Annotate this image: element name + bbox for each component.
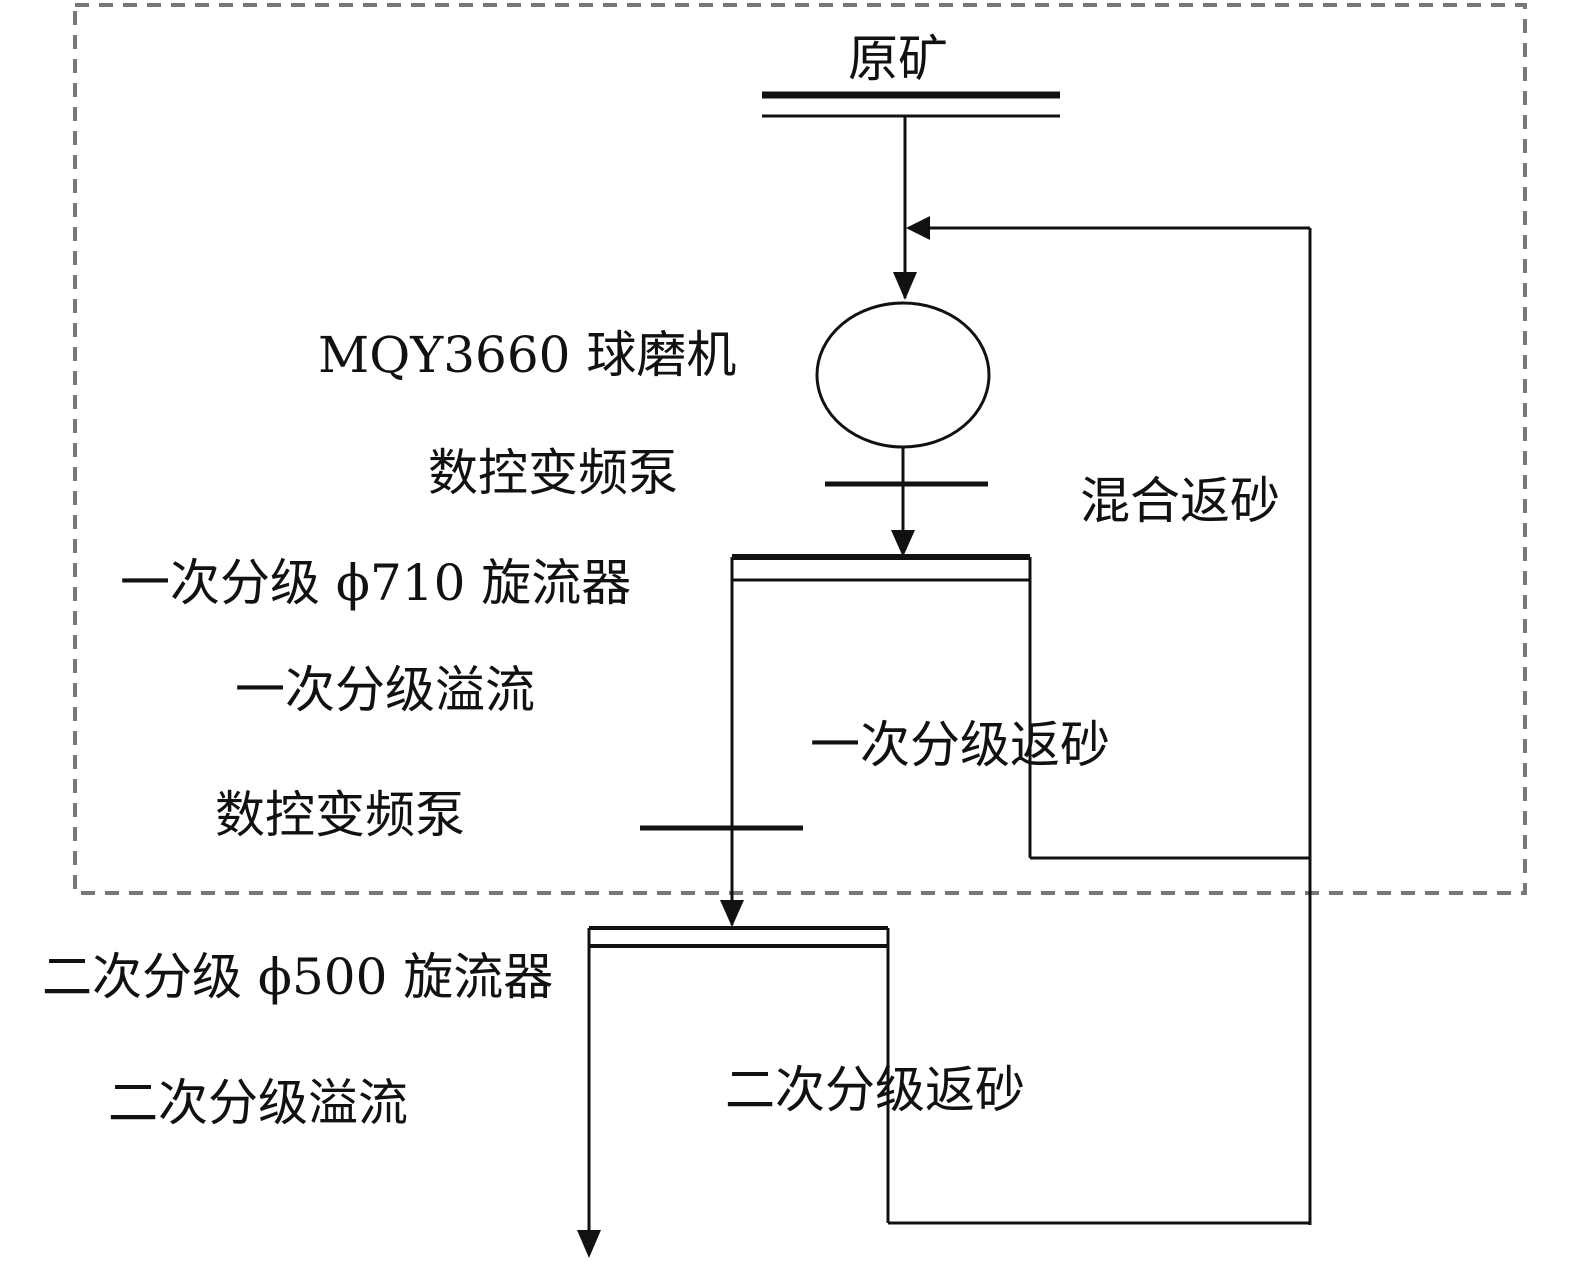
pump-1-label: 数控变频泵 — [428, 444, 678, 502]
mixed-return-arrow — [906, 216, 930, 240]
pump-2-label: 数控变频泵 — [215, 786, 465, 844]
closed-circuit-boundary — [73, 3, 1527, 895]
primary-overflow-label: 一次分级溢流 — [235, 661, 535, 719]
mixed-return-sand-label: 混合返砂 — [1080, 472, 1280, 530]
raw-ore-label: 原矿 — [848, 30, 948, 88]
primary-overflow-arrow — [720, 900, 744, 927]
ball-mill-shape — [815, 301, 991, 449]
ball-mill-label: MQY3660 球磨机 — [318, 326, 737, 384]
secondary-return-sand-label: 二次分级返砂 — [725, 1061, 1025, 1119]
feed-arrow — [893, 272, 917, 300]
secondary-overflow-arrow — [577, 1230, 601, 1258]
secondary-overflow-label: 二次分级溢流 — [108, 1074, 408, 1132]
mill-discharge-arrow — [891, 530, 915, 557]
primary-return-sand-label: 一次分级返砂 — [810, 716, 1110, 774]
secondary-cyclone-label: 二次分级 ϕ500 旋流器 — [42, 948, 554, 1006]
primary-cyclone-label: 一次分级 ϕ710 旋流器 — [120, 554, 632, 612]
